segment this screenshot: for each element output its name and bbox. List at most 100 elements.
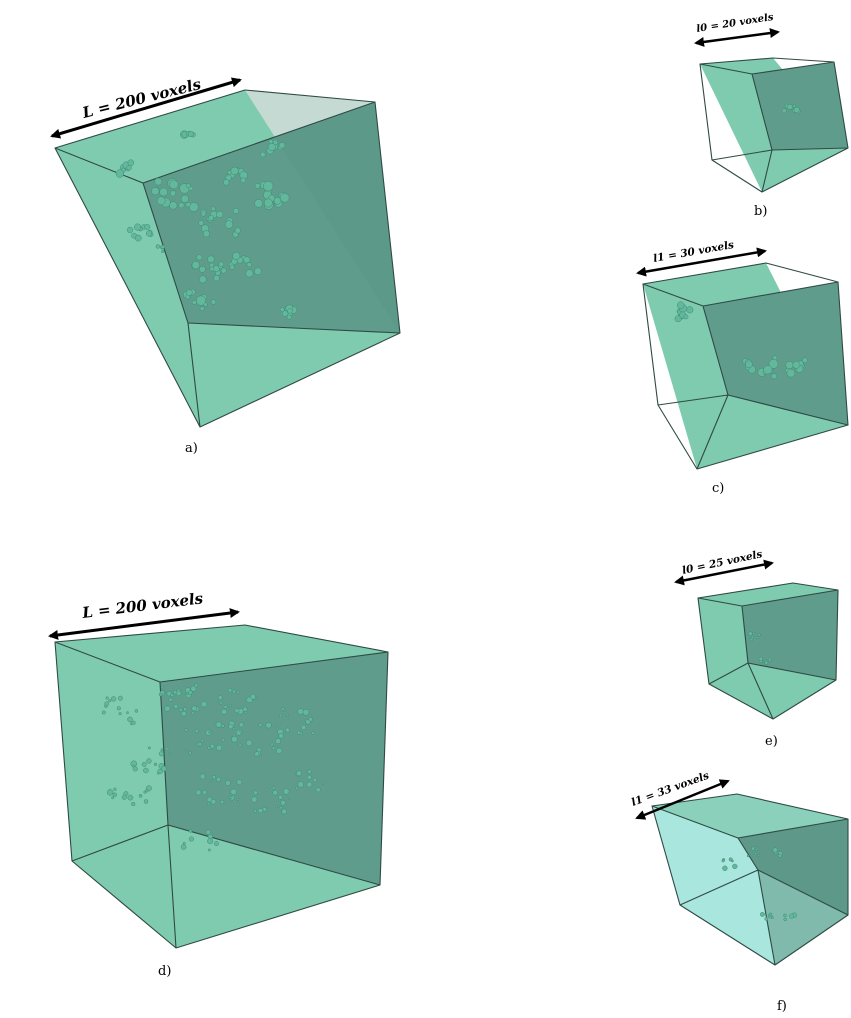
pore [768,912,773,917]
pore [254,183,261,189]
pore [793,106,800,113]
pore [258,723,263,727]
pore [126,711,129,715]
pore [199,306,205,312]
caption-a: a) [185,441,198,456]
cube-b [699,57,849,193]
pore [731,859,734,863]
pore [198,220,205,226]
pore [146,758,152,764]
pore [218,261,224,268]
pore [759,911,765,917]
panel-e: l0 = 25 voxels e) [674,548,839,749]
pore [111,796,115,800]
pore [278,733,284,739]
pore [191,299,197,305]
pore [156,772,160,775]
pore [764,916,769,921]
pore [127,716,133,723]
pore [802,357,808,364]
panel-c: l1 = 30 voxels c) [636,239,849,496]
pore [781,108,787,114]
pore [278,794,283,800]
pore [778,853,782,858]
pore [213,274,220,282]
pore [770,916,774,919]
pore [202,230,210,238]
pore [230,166,239,175]
pore [207,848,211,852]
pore [207,746,211,750]
pore [267,143,276,152]
pore [758,656,763,662]
pore [786,368,796,378]
pore [207,802,211,806]
pore [263,180,274,192]
pore [279,193,290,203]
pore [127,794,134,801]
pore [280,800,286,806]
pore [232,727,236,731]
pore [160,748,164,752]
pore [209,266,215,272]
caption-f: f) [777,999,787,1014]
pore [272,789,278,796]
pore [223,179,230,186]
pore [134,223,142,231]
pore [279,713,283,718]
cube-b-back-face [752,62,848,150]
pore [143,767,149,774]
pore [238,743,242,747]
pore [160,765,167,772]
pore [754,846,758,849]
pore [207,838,214,845]
pore [206,796,213,803]
pore [321,782,325,785]
pore [182,841,186,845]
pore [132,766,138,772]
pore [306,774,312,780]
pore [165,747,169,751]
panel-d: L = 200 voxels d) [48,589,389,979]
pore [184,728,189,732]
pore [307,769,312,774]
pore [789,913,795,919]
pore [721,859,725,863]
caption-e: e) [765,734,778,749]
pore [180,710,187,717]
pore [260,151,266,158]
pore [188,829,193,833]
pore [131,720,136,725]
pore [200,211,206,217]
pore [211,775,217,780]
pore [145,789,149,793]
pores-c [674,301,808,380]
pore [199,773,206,780]
pore [281,808,287,815]
pore [267,784,271,788]
dimension-label-b: l0 = 20 voxels [696,12,775,35]
pore [194,683,199,688]
pore [215,721,222,728]
pore [746,854,750,858]
pore [756,636,760,640]
pore [311,731,315,735]
pore [194,729,199,734]
pore [751,846,756,851]
pore [169,201,178,210]
pore [278,142,286,149]
pore [205,829,211,835]
pores-d [101,683,325,852]
pore [195,295,207,306]
pore [156,196,166,206]
pore [178,707,183,713]
pore [151,187,160,196]
pore [144,224,151,230]
cube-a-back-face [143,102,400,333]
pore [112,792,117,797]
cube-c-back-face [703,282,848,425]
pore [254,751,260,757]
pore [785,361,794,370]
panel-f: l1 = 33 voxels f) [630,770,849,1014]
pore [178,202,185,209]
